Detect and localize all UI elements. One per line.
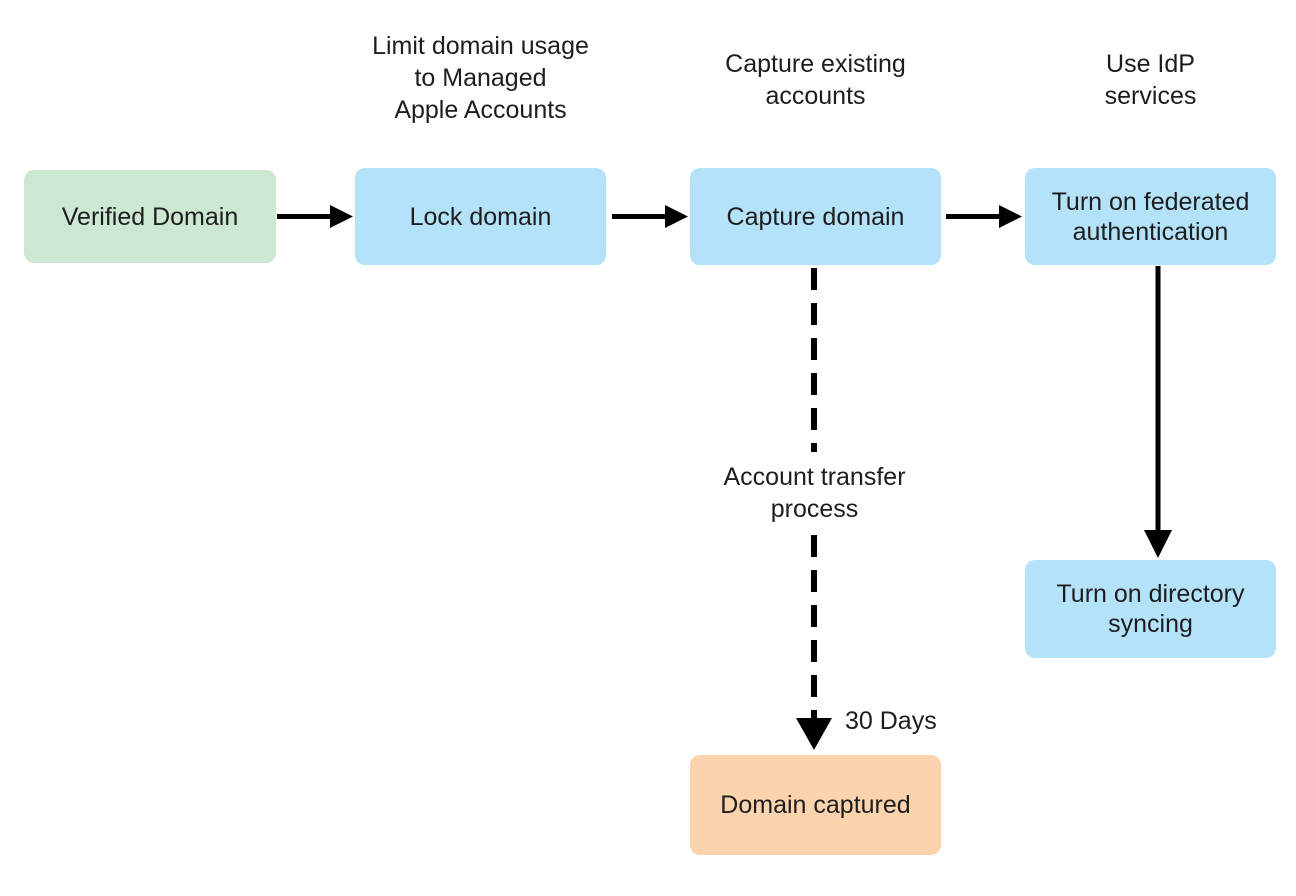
edge-verified-to-lock (277, 205, 353, 228)
edge-federated-to-syncing (1144, 266, 1172, 558)
edge-capture-to-federated (946, 205, 1022, 228)
caption-thirty-days: 30 Days (845, 707, 937, 735)
node-capture-domain-label: Capture domain (726, 202, 905, 231)
edge-lock-to-capture (612, 205, 688, 228)
node-lock-domain-label: Lock domain (409, 202, 552, 231)
node-lock-domain[interactable]: Lock domain (355, 168, 606, 265)
caption-capture-domain: Capture existing accounts (725, 50, 906, 110)
caption-account-transfer: Account transfer process (723, 463, 906, 523)
node-capture-domain[interactable]: Capture domain (690, 168, 941, 265)
node-verified-domain-label: Verified Domain (61, 202, 239, 231)
node-domain-captured[interactable]: Domain captured (690, 755, 941, 855)
node-directory-syncing[interactable]: Turn on directory syncing (1025, 560, 1276, 658)
node-federated-authentication-label: Turn on federated authentication (1051, 187, 1250, 246)
node-domain-captured-label: Domain captured (720, 791, 911, 819)
caption-lock-domain: Limit domain usage to Managed Apple Acco… (372, 32, 589, 124)
node-directory-syncing-label: Turn on directory syncing (1056, 580, 1245, 638)
caption-federated-auth: Use IdP services (1104, 50, 1197, 110)
node-verified-domain[interactable]: Verified Domain (24, 170, 276, 263)
node-federated-authentication[interactable]: Turn on federated authentication (1025, 168, 1276, 265)
